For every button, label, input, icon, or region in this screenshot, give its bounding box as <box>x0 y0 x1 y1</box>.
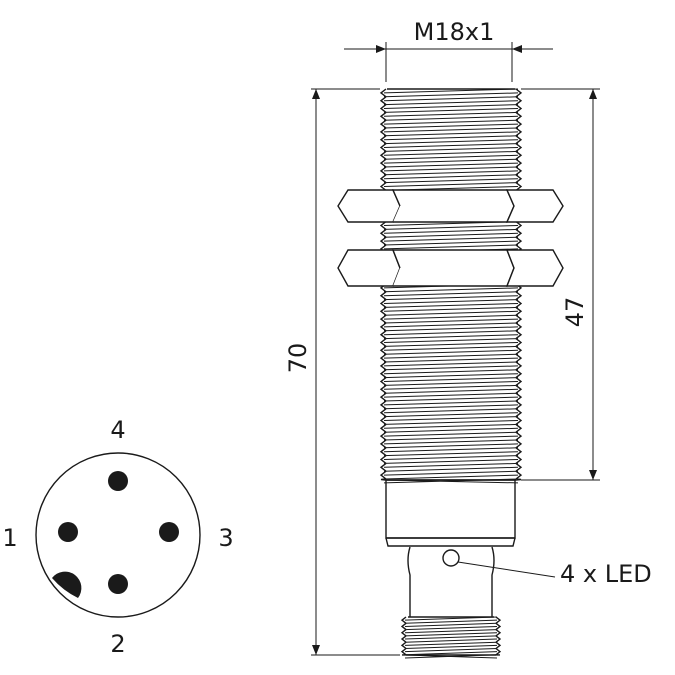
collar <box>385 479 516 547</box>
connector-pinout: 4 1 3 2 <box>2 416 233 658</box>
led-callout-label: 4 x LED <box>560 560 652 588</box>
thread-length-label: 47 <box>561 297 589 328</box>
pin-2 <box>108 574 128 594</box>
pin-label-4: 4 <box>110 416 125 444</box>
sensor-body <box>337 88 564 659</box>
pin-3 <box>159 522 179 542</box>
pin-label-2: 2 <box>110 630 125 658</box>
pin-label-1: 1 <box>2 524 17 552</box>
total-length-label: 70 <box>284 343 312 374</box>
total-length-dimension: 70 <box>284 88 400 656</box>
pin-1 <box>58 522 78 542</box>
thread-dimension-label: M18x1 <box>414 18 495 46</box>
led-indicator-icon <box>442 549 460 567</box>
connector-face <box>35 452 201 618</box>
pin-4 <box>108 471 128 491</box>
connector-thread <box>400 616 502 659</box>
coding-key <box>52 571 82 598</box>
pin-label-3: 3 <box>218 524 233 552</box>
led-housing <box>407 546 556 617</box>
thread-length-dimension: 47 <box>521 88 600 481</box>
nut-lower <box>337 249 564 287</box>
thread-dimension: M18x1 <box>344 18 553 82</box>
nut-upper <box>337 189 564 223</box>
